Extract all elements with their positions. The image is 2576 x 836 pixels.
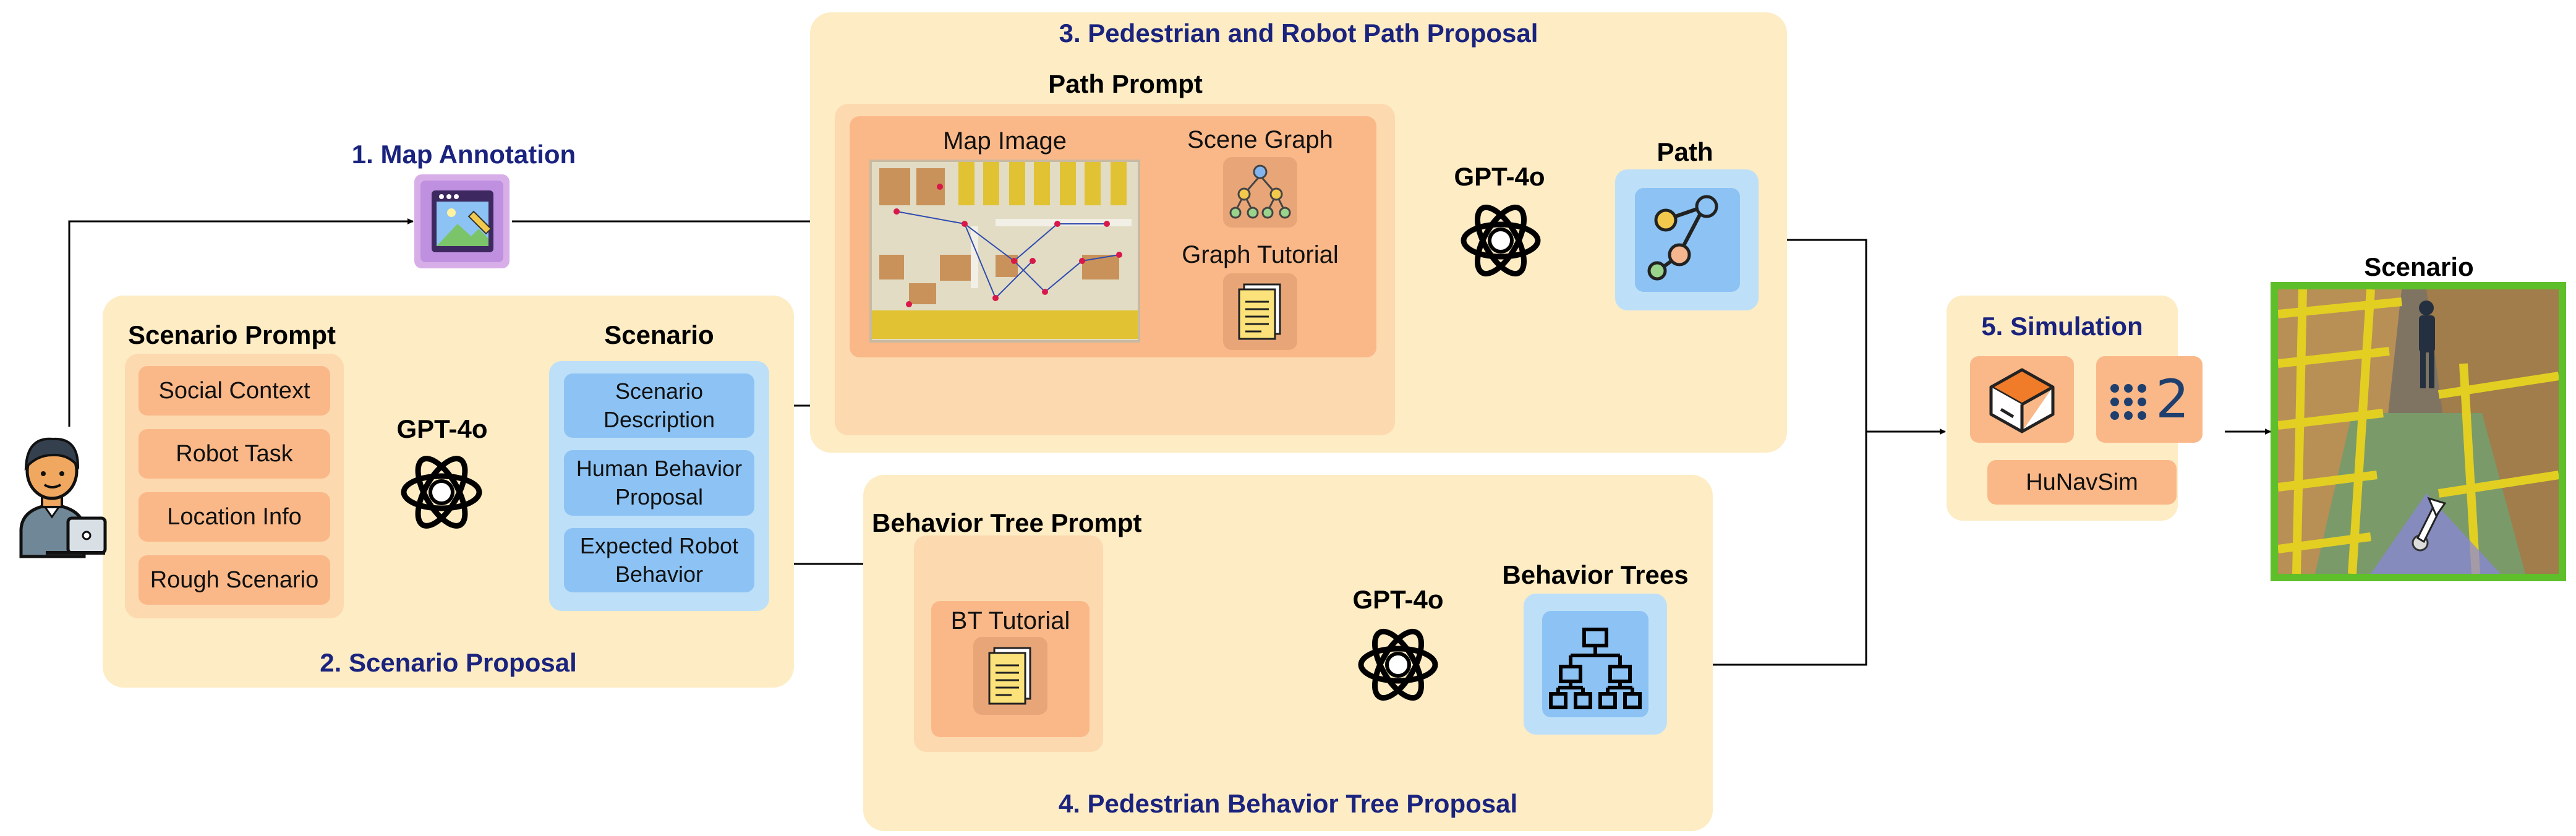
path-prompt-title: Path Prompt — [1048, 69, 1203, 98]
gpt-label-path: GPT-4o — [1454, 162, 1545, 191]
ros2-version: 2 — [2156, 369, 2190, 430]
scenario-prompt-item: Social Context — [139, 366, 330, 416]
map-image-label: Map Image — [942, 127, 1067, 155]
scenario-item: Human Behavior Proposal — [564, 450, 754, 516]
tree-icon — [1542, 611, 1648, 717]
map-annotation-icon — [414, 174, 510, 268]
openai-icon — [1350, 617, 1446, 712]
bt-proposal-title: 4. Pedestrian Behavior Tree Proposal — [1058, 789, 1518, 818]
scenario-title: Scenario — [604, 320, 714, 349]
gazebo-icon — [1970, 356, 2074, 443]
scenario-prompt-item: Robot Task — [139, 429, 330, 479]
map-annotation-title: 1. Map Annotation — [351, 140, 576, 169]
path-proposal-title: 3. Pedestrian and Robot Path Proposal — [1059, 19, 1538, 48]
document-icon — [973, 637, 1047, 715]
hunavsim-label: HuNavSim — [1987, 460, 2177, 505]
bt-tutorial-label: BT Tutorial — [950, 607, 1070, 634]
path-icon — [1635, 188, 1740, 292]
user-avatar — [9, 424, 108, 560]
path-output-label: Path — [1657, 137, 1713, 166]
scenario-prompt-title: Scenario Prompt — [127, 320, 336, 349]
scene-graph-icon — [1223, 157, 1297, 228]
scenario-item: Scenario Description — [564, 373, 754, 438]
scenario-proposal-title: 2. Scenario Proposal — [320, 648, 577, 677]
behavior-trees-label: Behavior Trees — [1502, 560, 1689, 589]
bt-prompt-title: Behavior Tree Prompt — [872, 508, 1142, 537]
map-image — [869, 160, 1140, 343]
gpt-label-bt: GPT-4o — [1352, 585, 1444, 614]
ros2-icon — [2096, 356, 2203, 443]
document-icon — [1223, 273, 1297, 350]
scenario-render — [2271, 282, 2566, 581]
scenario-prompt-item: Rough Scenario — [139, 555, 330, 605]
openai-icon — [393, 444, 490, 540]
openai-icon — [1453, 193, 1548, 288]
gpt-label-scenario: GPT-4o — [396, 414, 488, 443]
graph-tutorial-label: Graph Tutorial — [1182, 241, 1339, 268]
simulation-title: 5. Simulation — [1981, 312, 2143, 341]
scenario-prompt-item: Location Info — [139, 492, 330, 542]
scenario-item: Expected Robot Behavior — [564, 528, 754, 592]
scene-graph-label: Scene Graph — [1187, 126, 1333, 153]
scenario-output-label: Scenario — [2364, 252, 2474, 281]
